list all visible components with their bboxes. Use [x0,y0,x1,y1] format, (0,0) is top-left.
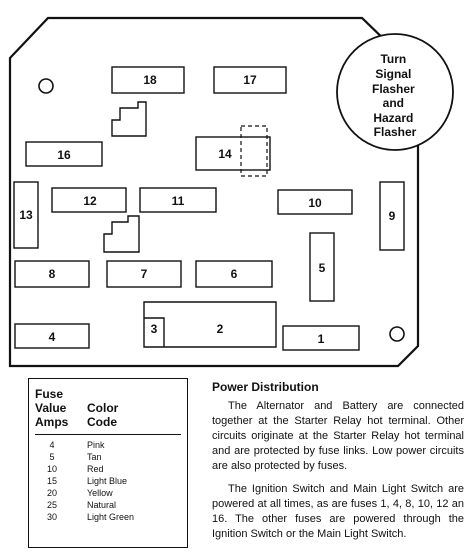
fuse-18 [111,66,185,94]
fuse-panel-diagram: Turn Signal Flasher and Hazard Flasher 1… [8,16,454,368]
legend-header-value: Value [35,401,67,415]
power-distribution-paragraph: The Ignition Switch and Main Light Switc… [212,483,464,540]
legend-rows: 4 Pink 5 Tan 10 Red 15 Light Blue 20 Yellow 2… [29,439,187,523]
relay-block-upper [111,101,147,137]
fuse-17 [213,66,287,94]
svg-text:Turn Signal Flasher: Turn Signal Flasher and Hazard Flasher [372,52,418,139]
legend-color: Tan [87,452,102,462]
legend-row: 10 Red [29,463,187,475]
fuse-10 [277,189,353,215]
fuse-13 [13,181,39,249]
flasher-line-1: Turn [380,52,406,66]
legend-amps: 10 [46,464,57,474]
fuse-label-11: 11 [172,194,185,208]
legend-amps: 15 [46,476,57,486]
legend-amps: 20 [46,488,57,498]
fuse-label-18: 18 [143,73,157,87]
mounting-hole-bottom-right [389,326,405,342]
legend-row: 4 Pink [29,439,187,451]
fuse-label-6: 6 [231,267,238,281]
fuse-1 [282,325,360,351]
fuse-label-13: 13 [19,208,33,222]
fuse-label-16: 16 [57,148,71,162]
turn-signal-hazard-flasher [336,33,454,151]
legend-header-code-word: Code [87,415,117,429]
fuse-5 [309,232,335,302]
legend-color: Light Green [87,512,135,522]
power-distribution-paragraph: The Alternator and Battery are connected… [212,400,464,472]
legend-amps: 4 [49,440,55,450]
flasher-line-5: Hazard [373,111,413,125]
fuse-16 [25,141,103,167]
flasher-line-4: and [383,96,404,110]
flasher-line-2: Signal [375,67,411,81]
legend-header-amps: Fuse Value Amps [35,387,75,429]
legend-row: 20 Yellow [29,487,187,499]
fuse-label-5: 5 [319,261,326,275]
legend-color: Natural [87,500,117,510]
fuse-label-3: 3 [151,322,158,336]
legend-header-code: Color Code [87,401,147,429]
legend-row: 30 Light Green [29,511,187,523]
fuse-label-8: 8 [49,267,56,281]
power-distribution-title: Power Distribution [212,380,319,394]
fuse-label-10: 10 [308,196,322,210]
mounting-hole-top-left [38,78,54,94]
fuse-label-7: 7 [141,267,148,281]
flasher-line-6: Flasher [374,125,417,139]
fuse-14 [195,136,271,171]
fuse-color-legend: Fuse Value Amps Color Code 4 Pink 5 Tan 10… [28,378,188,548]
legend-divider [35,434,181,435]
fuse-panel-outline [8,16,420,368]
fuse-label-12: 12 [83,194,97,208]
relay-block-lower [103,215,140,253]
fuse-label-1: 1 [318,332,325,346]
fuse-label-9: 9 [389,209,396,223]
legend-row: 5 Tan [29,451,187,463]
legend-amps: 30 [46,512,57,522]
fuse-7 [106,260,182,288]
fuse-label-14: 14 [218,147,232,161]
fuse-11 [139,187,217,213]
fuse-6 [195,260,273,288]
legend-amps: 5 [49,452,55,462]
fuse-8 [14,260,90,288]
legend-header-fuse: Fuse [35,387,64,401]
fuse-9 [379,181,405,251]
legend-row: 25 Natural [29,499,187,511]
fuse-14-dashed-insert [240,125,268,177]
fuse-2-3-block [143,301,277,348]
fuse-label-17: 17 [243,73,257,87]
fuse-2-3-divider [144,317,165,347]
legend-row: 15 Light Blue [29,475,187,487]
legend-header-amps-word: Amps [35,415,69,429]
flasher-line-3: Flasher [372,82,415,96]
fuse-12 [51,187,127,213]
power-distribution-section: Power Distribution The Alternator and Ba… [212,380,464,550]
fuse-label-2: 2 [217,322,224,336]
legend-color: Red [87,464,104,474]
fuse-4 [14,323,90,349]
legend-color: Pink [87,440,105,450]
legend-header-color: Color [87,401,119,415]
legend-amps: 25 [46,500,57,510]
legend-color: Light Blue [87,476,128,486]
legend-color: Yellow [87,488,113,498]
fuse-label-4: 4 [49,330,56,344]
